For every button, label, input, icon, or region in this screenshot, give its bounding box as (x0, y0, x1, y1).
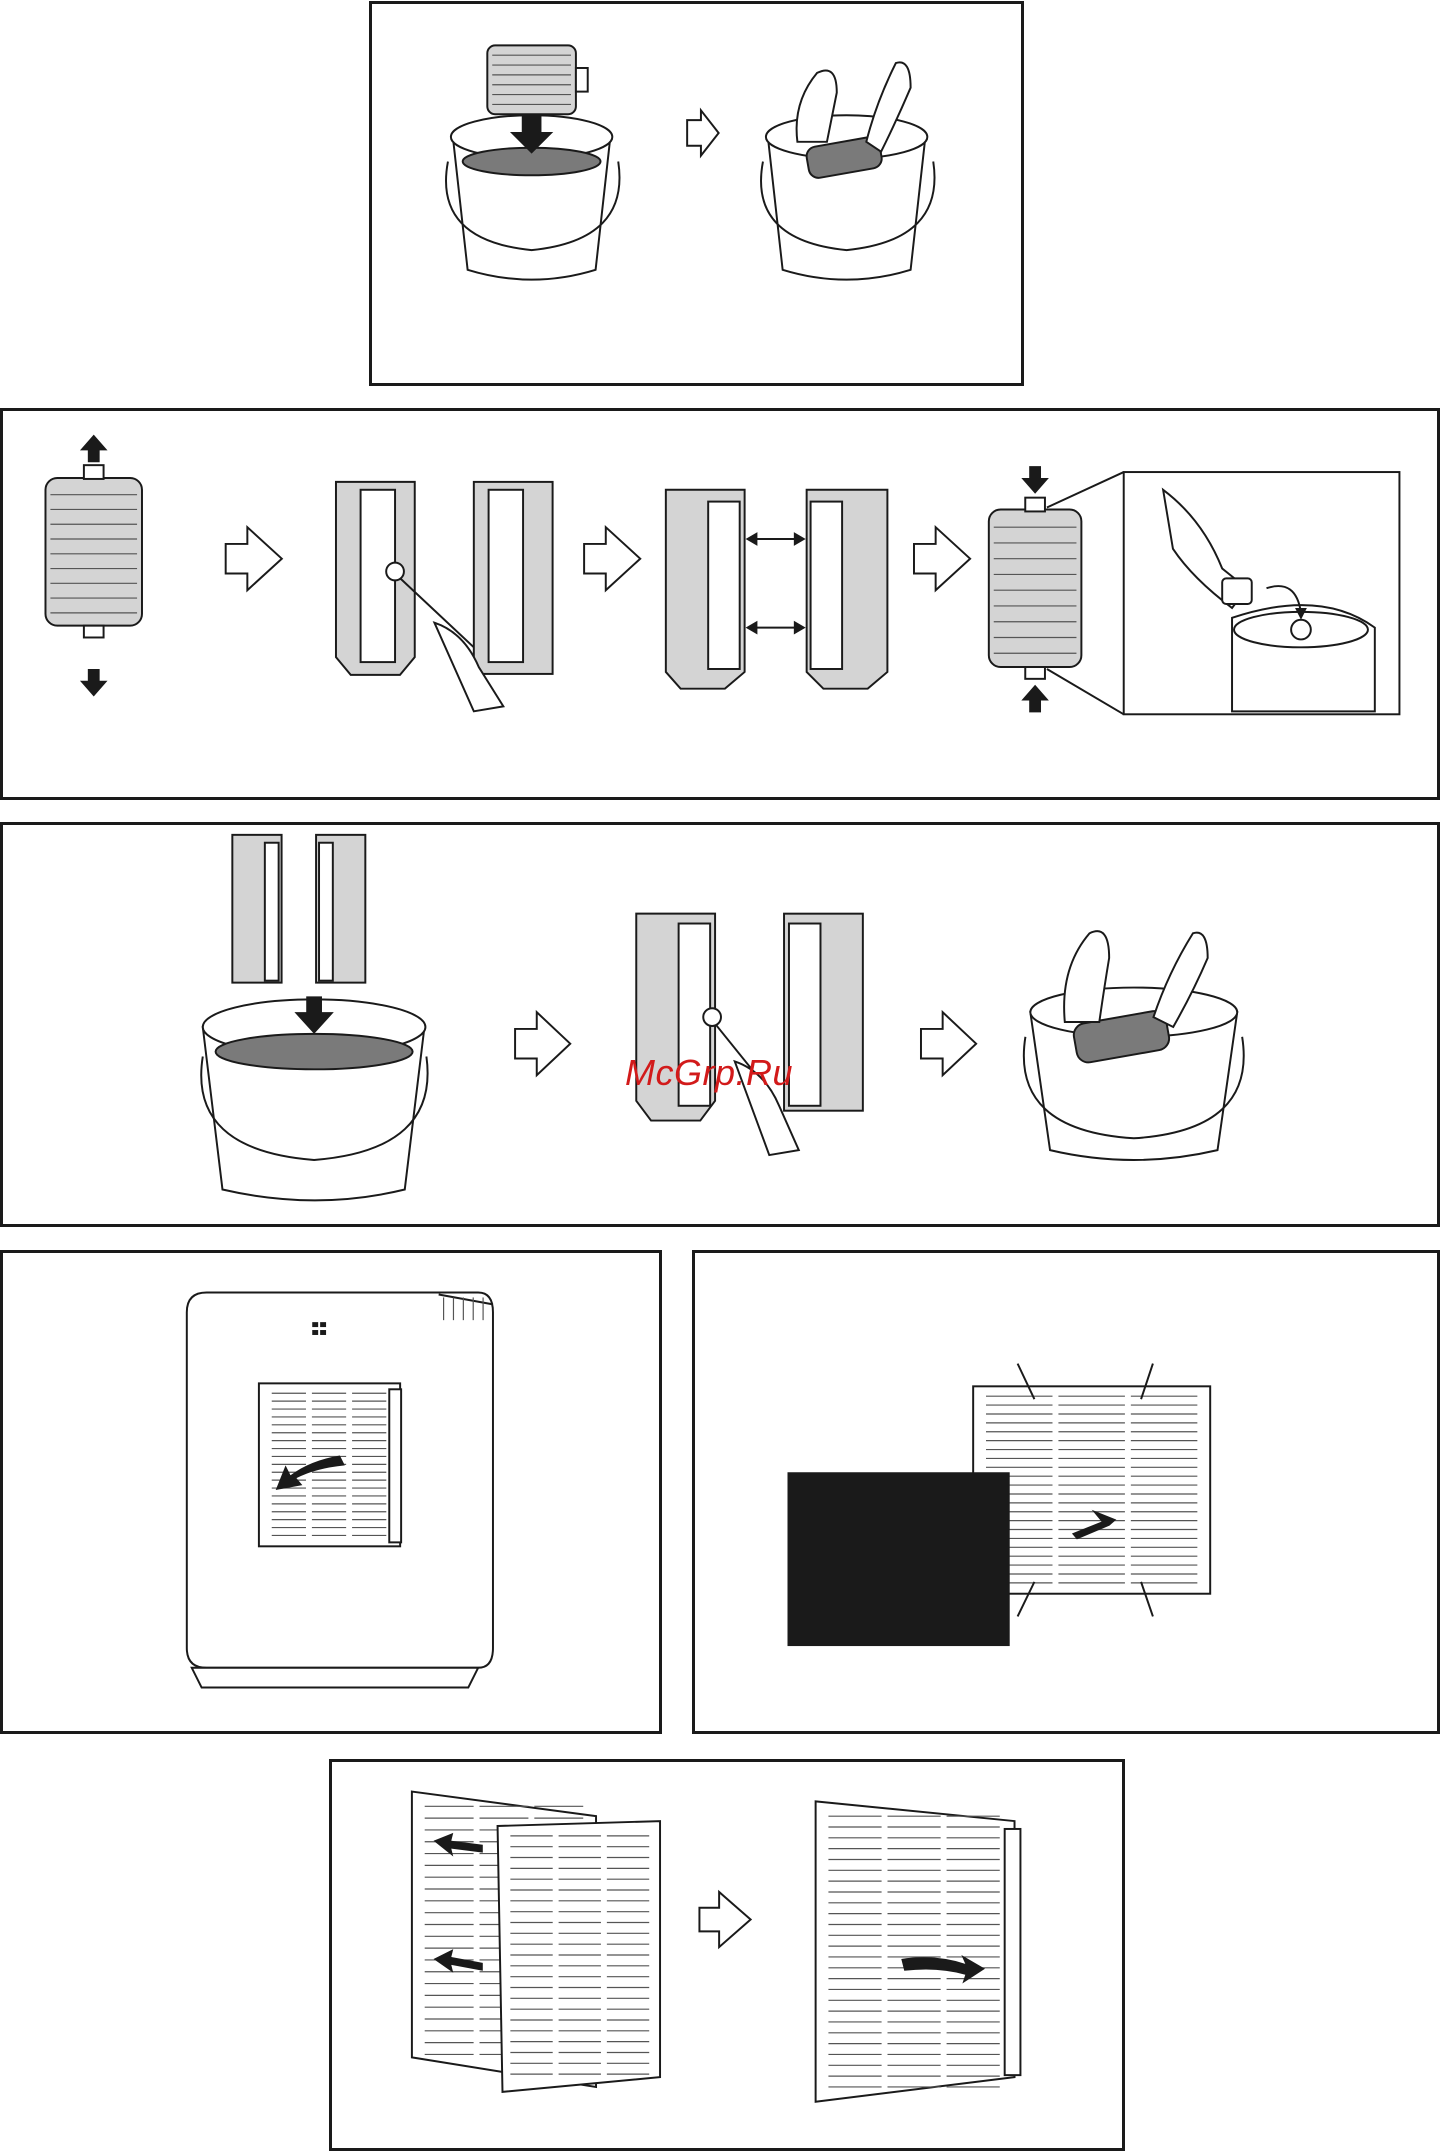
process-arrow-icon (699, 1892, 750, 1947)
panel-soak-filter (369, 1, 1024, 386)
filter-half-illustration (232, 835, 365, 983)
panel-remove-front-grille (0, 1250, 662, 1734)
down-arrow-icon (1021, 466, 1049, 494)
process-arrow-icon (515, 1012, 570, 1075)
front-grille[interactable] (816, 1801, 1021, 2101)
bucket-illustration (1024, 988, 1244, 1160)
panel-reattach-grille (329, 1759, 1125, 2151)
process-arrow-icon (687, 110, 719, 155)
process-arrow-icon (921, 1012, 976, 1075)
down-arrow-icon (80, 669, 108, 697)
detail-inset-illustration (1124, 472, 1400, 714)
watermark: McGrp.Ru (625, 1052, 793, 1094)
panel-soak-halves-brush-rinse (0, 822, 1440, 1227)
front-grille[interactable] (498, 1821, 660, 2092)
double-arrow-icon (746, 532, 806, 634)
filter-cylinder-illustration (989, 498, 1082, 679)
up-arrow-icon (1021, 685, 1049, 713)
process-arrow-icon (584, 527, 640, 590)
filter-half-illustration (666, 490, 888, 689)
up-arrow-icon (80, 435, 108, 463)
filter-cylinder-illustration (487, 45, 587, 114)
carbon-prefilter[interactable] (787, 1472, 1009, 1646)
panel-disassemble-clean-reassemble (0, 408, 1440, 800)
bucket-illustration (761, 115, 934, 279)
process-arrow-icon (226, 527, 282, 590)
panel-remove-carbon-prefilter (692, 1250, 1440, 1734)
filter-cylinder-illustration (45, 465, 142, 637)
process-arrow-icon (914, 527, 970, 590)
